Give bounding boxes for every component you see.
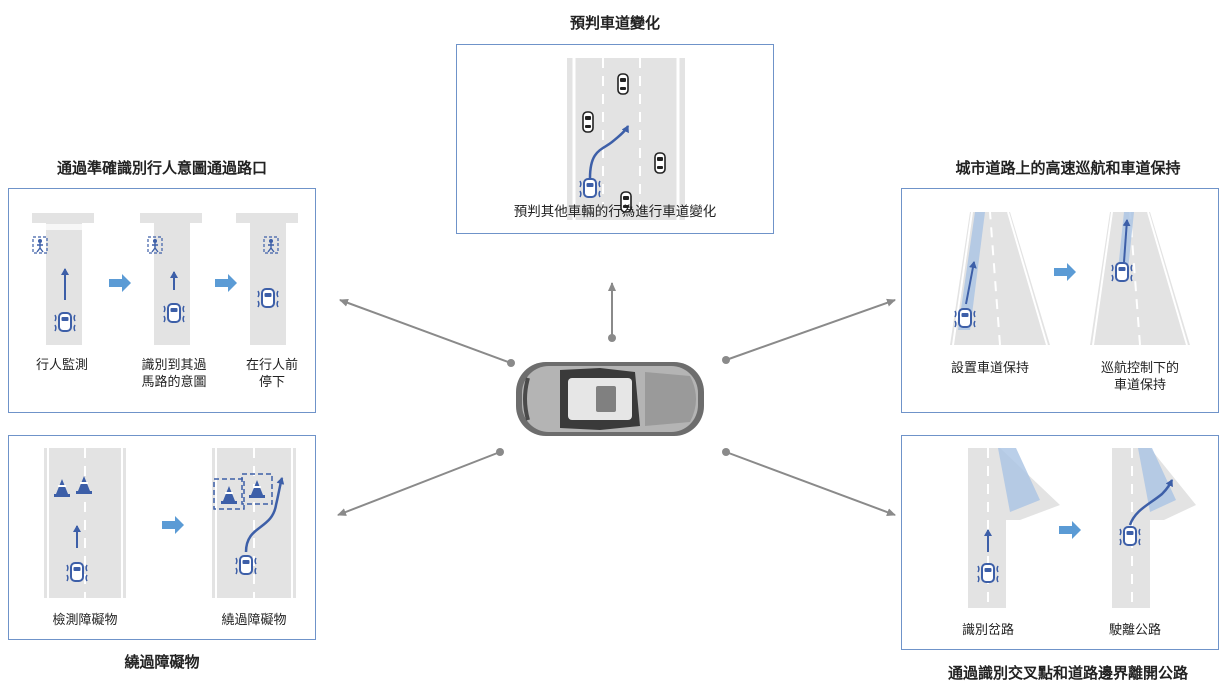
cruise-road-2	[1090, 211, 1190, 346]
obstacles-step-2: 繞過障礙物	[221, 613, 287, 628]
lane-change-road	[567, 58, 685, 220]
connector-lines	[337, 282, 896, 516]
step-arrow	[162, 516, 184, 534]
exit-title: 通過識別交叉點和道路邊界離開公路	[947, 664, 1189, 682]
exit-panel	[901, 435, 1219, 650]
intersection-road-1	[32, 213, 94, 345]
intersection-title: 通過準確識別行人意圖通過路口	[56, 159, 268, 177]
lane-change-caption: 預判其他車輛的行為進行車道變化	[513, 204, 717, 220]
cruise-road-1	[950, 211, 1050, 346]
cruise-step-1: 設置車道保持	[950, 361, 1030, 376]
exit-road-1	[968, 448, 1060, 608]
obstacles-step-1: 檢測障礙物	[52, 613, 118, 628]
obstacles-road-2	[212, 448, 296, 598]
exit-step-1: 識別岔路	[961, 623, 1015, 638]
intersection-step-3: 在行人前 停下	[245, 358, 299, 390]
cruise-step-2: 巡航控制下的 車道保持	[1100, 361, 1180, 393]
step-arrow	[109, 274, 131, 292]
lane-change-title: 預判車道變化	[569, 14, 661, 32]
step-arrow	[1059, 521, 1081, 539]
intersection-step-1: 行人監測	[35, 358, 89, 373]
obstacles-title: 繞過障礙物	[124, 653, 200, 671]
step-arrow	[1054, 263, 1076, 281]
exit-road-2	[1112, 448, 1196, 608]
intersection-road-2	[140, 213, 202, 345]
exit-step-2: 駛離公路	[1108, 623, 1162, 638]
intersection-step-2: 識別到其過 馬路的意圖	[141, 358, 207, 390]
obstacles-road-1	[44, 448, 126, 598]
center-car-image	[516, 362, 704, 436]
intersection-road-3	[236, 213, 298, 345]
cruise-title: 城市道路上的高速巡航和車道保持	[955, 159, 1181, 177]
step-arrow	[215, 274, 237, 292]
